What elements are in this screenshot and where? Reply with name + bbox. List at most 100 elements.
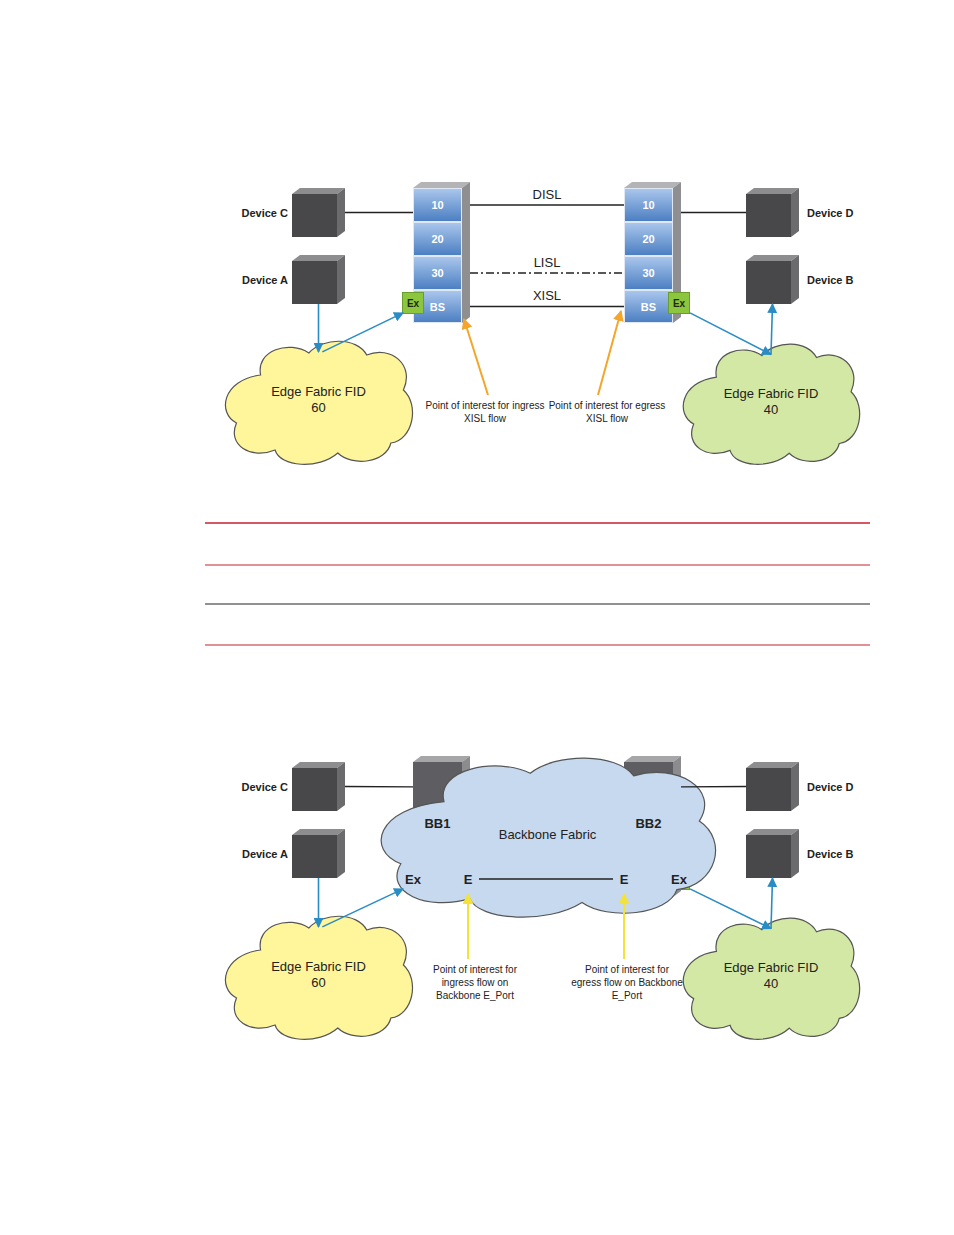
- cube-top: [746, 762, 799, 768]
- link-label: DISL: [530, 188, 565, 202]
- device-cube: [746, 188, 799, 237]
- port-label: Ex: [407, 298, 419, 309]
- fabric-label: Edge Fabric FID 60: [271, 959, 366, 990]
- flow-arrow: [318, 878, 320, 927]
- cube-side: [791, 829, 799, 878]
- switch-partition: 30: [624, 256, 673, 290]
- switch-partition: 30: [413, 256, 462, 290]
- cloud-outline: [381, 758, 715, 917]
- fabric-label: Edge Fabric FID 60: [271, 384, 366, 415]
- fabric-label: Edge Fabric FID 40: [724, 960, 819, 991]
- port-label: 30: [642, 267, 654, 279]
- flow-arrow: [690, 313, 771, 355]
- cube-top: [292, 829, 345, 835]
- table-rule: [205, 604, 870, 605]
- device-label: Device D: [807, 207, 853, 219]
- device-label: Device A: [242, 848, 288, 860]
- link-line: [345, 212, 413, 213]
- flow-arrow: [771, 878, 773, 929]
- cube-front: [746, 261, 791, 304]
- fabric-cloud: Edge Fabric FID 60: [222, 910, 415, 1040]
- callout-note: Point of interest for ingress XISL flow: [425, 399, 545, 425]
- flow-arrow: [690, 889, 771, 929]
- fabric-cloud: ExEBB1EExBB2Backbone Fabric: [375, 750, 720, 918]
- switch-partition: BS: [624, 290, 673, 323]
- cloud-outline: [683, 344, 859, 464]
- port-label: BS: [430, 301, 445, 313]
- port-label: BB1: [424, 816, 450, 832]
- port-label: E: [464, 872, 473, 888]
- cube-side: [791, 188, 799, 237]
- flow-arrow: [322, 889, 403, 927]
- cloud-outline: [225, 341, 412, 464]
- cube-front: [292, 261, 337, 304]
- table-rule: [205, 644, 870, 645]
- cube-top: [746, 255, 799, 261]
- fabric-label: Edge Fabric FID 40: [724, 386, 819, 417]
- device-label: Device B: [807, 848, 853, 860]
- flow-arrow: [771, 304, 773, 355]
- callout-arrow: [464, 319, 488, 395]
- link-line: [681, 786, 746, 788]
- device-box: Device D: [746, 762, 799, 811]
- flow-arrow: [318, 304, 320, 352]
- switch-side: [462, 182, 470, 323]
- switch-partition: 10: [624, 188, 673, 222]
- callout-note: Point of interest for egress XISL flow: [547, 399, 667, 425]
- cube-side: [337, 762, 345, 811]
- port-label: 10: [642, 199, 654, 211]
- cube-top: [292, 762, 345, 768]
- fabric-cloud: Edge Fabric FID 40: [680, 338, 862, 465]
- cube-side: [791, 255, 799, 304]
- device-cube: [746, 762, 799, 811]
- callout-note: Point of interest for egress flow on Bac…: [571, 963, 683, 1002]
- callout-arrow: [467, 894, 469, 959]
- port-label: 10: [431, 199, 443, 211]
- device-box: Device B: [746, 829, 799, 878]
- table-rule: [205, 565, 870, 566]
- port-label: E: [620, 872, 629, 888]
- fabric-label: Backbone Fabric: [499, 827, 597, 843]
- device-cube: [746, 829, 799, 878]
- device-label: Device C: [242, 781, 288, 793]
- port-box: Ex: [668, 292, 690, 314]
- link-line: [345, 786, 413, 788]
- device-box: Device B: [746, 255, 799, 304]
- flow-arrow: [322, 313, 403, 352]
- cube-front: [292, 835, 337, 878]
- link-line: [681, 212, 746, 213]
- device-label: Device A: [242, 274, 288, 286]
- chassis-top: [413, 756, 470, 762]
- cube-side: [337, 188, 345, 237]
- cube-front: [292, 768, 337, 811]
- device-label: Device B: [807, 274, 853, 286]
- port-box: Ex: [402, 868, 424, 890]
- cube-side: [337, 829, 345, 878]
- cube-side: [791, 762, 799, 811]
- device-box: Device C: [292, 762, 345, 811]
- cube-top: [746, 829, 799, 835]
- device-box: Device A: [292, 829, 345, 878]
- port-label: 20: [431, 233, 443, 245]
- device-cube: [746, 255, 799, 304]
- device-cube: [292, 255, 345, 304]
- device-label: Device D: [807, 781, 853, 793]
- port-label: BS: [641, 301, 656, 313]
- port-box: Ex: [402, 292, 424, 314]
- device-cube: [292, 829, 345, 878]
- callout-arrow: [598, 311, 621, 395]
- link-line: [470, 204, 624, 205]
- link-line: [479, 878, 613, 879]
- cube-top: [746, 188, 799, 194]
- cube-front: [746, 835, 791, 878]
- port-label: Ex: [405, 872, 421, 888]
- chassis-top: [624, 756, 681, 762]
- port-box: Ex: [668, 868, 690, 890]
- fabric-cloud: Edge Fabric FID 60: [222, 335, 415, 465]
- device-cube: [292, 762, 345, 811]
